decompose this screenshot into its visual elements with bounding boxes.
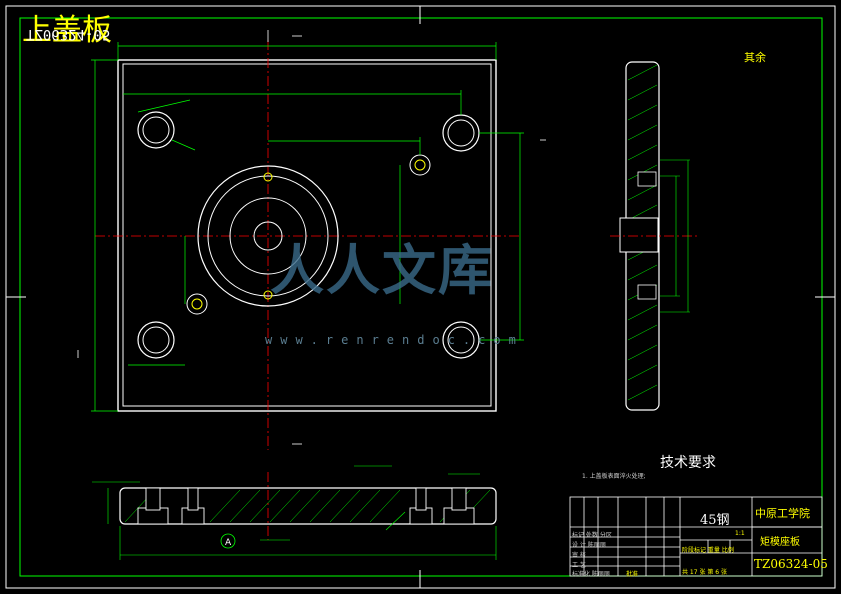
- screw-hole-top: [263, 172, 273, 182]
- screw-hole-bottom: [263, 290, 273, 300]
- section-holes: [137, 487, 475, 525]
- watermark-text: 人人文库: [270, 239, 494, 302]
- plate-outline: [117, 59, 497, 412]
- sheet-info: 共 17 张 第 6 张: [682, 569, 727, 576]
- second-ring: [207, 175, 329, 297]
- corner-hole-tl: [137, 111, 175, 149]
- pin-hole-right: [409, 154, 431, 176]
- top-view-dimensions: [91, 42, 524, 412]
- side-center-bore: [619, 217, 659, 253]
- tb-row-3: 审 核: [572, 552, 586, 559]
- tb-row-5: 标准化 陈丽丽: [572, 571, 610, 578]
- approve-label: 批准: [626, 571, 639, 578]
- center-hole: [253, 221, 283, 251]
- side-screw-hole-top: [637, 171, 657, 187]
- side-view: [610, 61, 700, 411]
- drawing-title: 上盖板: [22, 13, 112, 48]
- tb-row-4: 工 艺: [572, 562, 586, 569]
- scale-label: 1:1: [735, 530, 745, 537]
- drawing-code-mirrored: TZ06324-05: [26, 26, 111, 42]
- plate-inner-outline: [122, 63, 492, 407]
- title-block: [569, 496, 823, 577]
- side-screw-hole-bottom: [637, 284, 657, 300]
- corner-hole-bl: [137, 321, 175, 359]
- side-dimensions: [660, 159, 690, 313]
- section-hatching: [124, 489, 491, 523]
- tb-row-1: 标记 处数 分区: [572, 532, 612, 539]
- section-view: A: [92, 465, 497, 560]
- section-dimensions: [92, 465, 497, 560]
- pin-hole-left: [186, 293, 208, 315]
- stage-labels: 阶段标记 重量 比例: [682, 547, 734, 554]
- material-label: 45钢: [700, 513, 730, 528]
- top-view: [77, 30, 546, 450]
- technical-requirements-title: 技术要求: [660, 455, 716, 471]
- outer-ring: [197, 165, 339, 307]
- drawing-number: TZ06324-05: [754, 557, 828, 571]
- tb-row-2: 设 计 陈丽丽: [572, 542, 606, 549]
- datum-label: A: [225, 538, 232, 548]
- part-name-label: 矩模座板: [760, 537, 800, 548]
- section-arrows: [77, 30, 546, 445]
- datum-circle: [220, 533, 236, 549]
- corner-hole-tr: [442, 114, 480, 152]
- watermark-url: www.renrendoc.com: [265, 333, 524, 347]
- school-label: 中原工学院: [755, 507, 810, 520]
- surface-roughness-note: 其余: [744, 51, 766, 64]
- third-ring: [229, 197, 307, 275]
- section-outline: [119, 487, 497, 525]
- technical-requirements-note: 1. 上盖板表面淬火处理;: [582, 473, 646, 480]
